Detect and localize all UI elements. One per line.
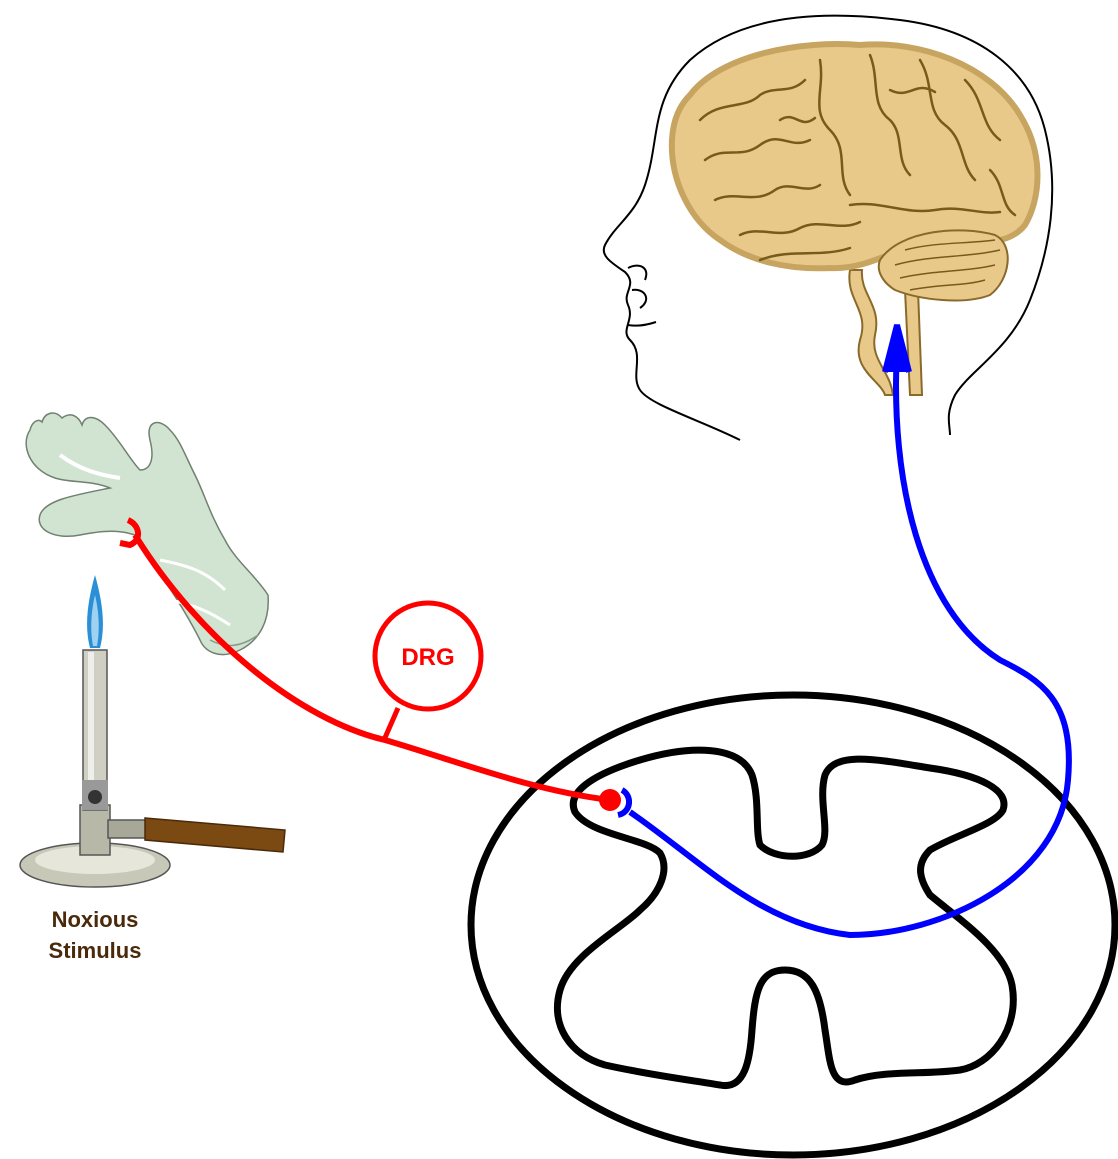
drg-stalk bbox=[384, 708, 398, 740]
burner-collar bbox=[80, 805, 110, 855]
stimulus-label-line2: Stimulus bbox=[49, 938, 142, 963]
spinothalamic-tract bbox=[630, 350, 1069, 935]
arrowhead-up-icon bbox=[885, 325, 909, 372]
spinal-cord-outline bbox=[471, 695, 1115, 1155]
spinal-cord-cross-section-icon bbox=[471, 695, 1115, 1155]
drg-label: DRG bbox=[401, 644, 454, 671]
stimulus-label: Noxious Stimulus bbox=[49, 907, 142, 963]
stimulus-label-line1: Noxious bbox=[52, 907, 139, 932]
brain-stalk bbox=[849, 270, 893, 395]
synapse-terminal bbox=[599, 789, 621, 811]
glove-hand-icon bbox=[26, 413, 268, 654]
gas-hose bbox=[145, 818, 285, 852]
brainstem bbox=[905, 290, 922, 395]
brain-icon bbox=[672, 44, 1038, 395]
